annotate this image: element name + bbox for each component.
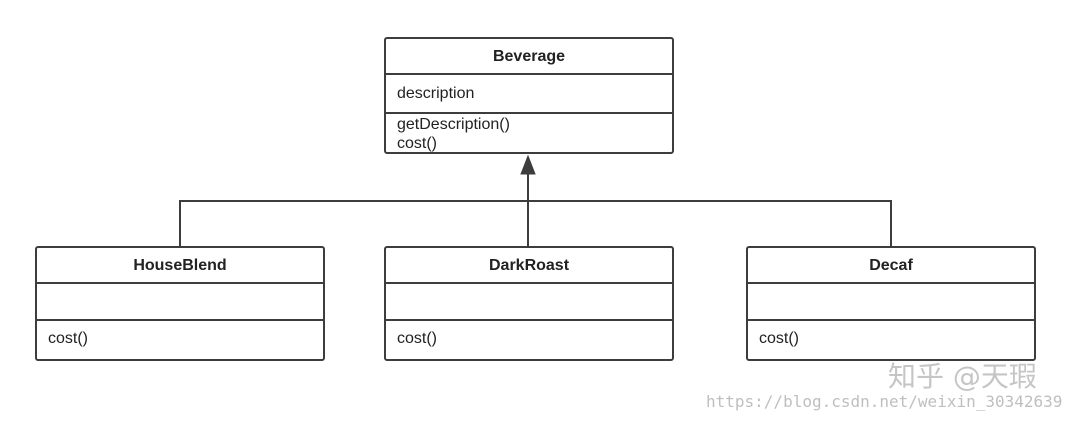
class-name: Decaf [748,248,1034,284]
class-houseblend[interactable]: HouseBlend cost() [35,246,325,361]
class-beverage[interactable]: Beverage description getDescription() co… [384,37,674,154]
class-name: Beverage [386,39,672,75]
class-attributes [386,284,672,321]
class-attributes [37,284,323,321]
method-get-description: getDescription() [397,116,510,133]
class-methods: getDescription() cost() [386,114,672,153]
generalization-arrowhead [520,154,536,175]
class-methods: cost() [37,321,323,357]
class-methods: cost() [748,321,1034,357]
method-cost: cost() [397,135,437,152]
class-name: HouseBlend [37,248,323,284]
class-attributes [748,284,1034,321]
class-methods: cost() [386,321,672,357]
method-cost: cost() [759,330,799,347]
class-darkroast[interactable]: DarkRoast cost() [384,246,674,361]
attribute-description: description [397,85,475,102]
method-cost: cost() [48,330,88,347]
method-cost: cost() [397,330,437,347]
watermark-brand: 知乎 @天瑕 [888,360,1037,393]
watermark-url: https://blog.csdn.net/weixin_30342639 [706,392,1063,411]
inheritance-line-houseblend [179,200,528,246]
inheritance-line-decaf [528,200,892,246]
class-name: DarkRoast [386,248,672,284]
class-attributes: description [386,75,672,114]
class-decaf[interactable]: Decaf cost() [746,246,1036,361]
